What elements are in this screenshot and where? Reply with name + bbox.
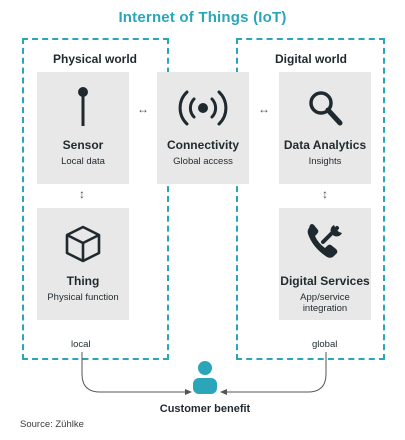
magnifier-icon <box>309 91 343 126</box>
global-label: global <box>309 339 341 350</box>
analytics-tile: Data Analytics Insights <box>279 72 371 184</box>
thing-subtitle: Physical function <box>47 292 119 303</box>
physical-world-group <box>22 38 169 360</box>
connectivity-tile: Connectivity Global access <box>157 72 249 184</box>
sensor-connectivity-arrow: ↔ <box>137 102 149 116</box>
sensor-title: Sensor <box>62 138 104 152</box>
services-title: Digital Services <box>280 274 370 288</box>
source-note: Source: Zühlke <box>20 419 84 430</box>
connectivity-analytics-arrow: ↔ <box>258 102 270 116</box>
wrench-phone-icon <box>307 224 342 258</box>
digital-world-label: Digital world <box>275 52 347 66</box>
sensor-thing-arrow: ↕ <box>79 187 85 201</box>
sensor-pin-icon <box>78 87 88 126</box>
sensor-subtitle: Local data <box>61 156 105 167</box>
connectivity-subtitle: Global access <box>173 156 233 167</box>
customer-benefit-label: Customer benefit <box>159 403 251 415</box>
analytics-services-arrow: ↕ <box>322 187 328 201</box>
wireless-signal-icon <box>178 90 228 126</box>
physical-world-label: Physical world <box>52 52 138 66</box>
services-subtitle-line1: App/service <box>300 292 350 303</box>
diagram-title: Internet of Things (IoT) <box>118 9 287 26</box>
analytics-subtitle: Insights <box>308 156 342 167</box>
local-label: local <box>68 339 94 350</box>
analytics-title: Data Analytics <box>283 138 367 152</box>
connectivity-title: Connectivity <box>166 138 239 152</box>
thing-title: Thing <box>66 274 100 288</box>
services-subtitle-line2: integration <box>302 303 348 314</box>
person-icon <box>193 361 217 394</box>
sensor-tile: Sensor Local data <box>37 72 129 184</box>
digital-world-group <box>236 38 385 360</box>
services-tile: Digital Services App/service integration <box>279 208 371 320</box>
thing-tile: Thing Physical function <box>37 208 129 320</box>
cube-icon <box>65 225 101 263</box>
